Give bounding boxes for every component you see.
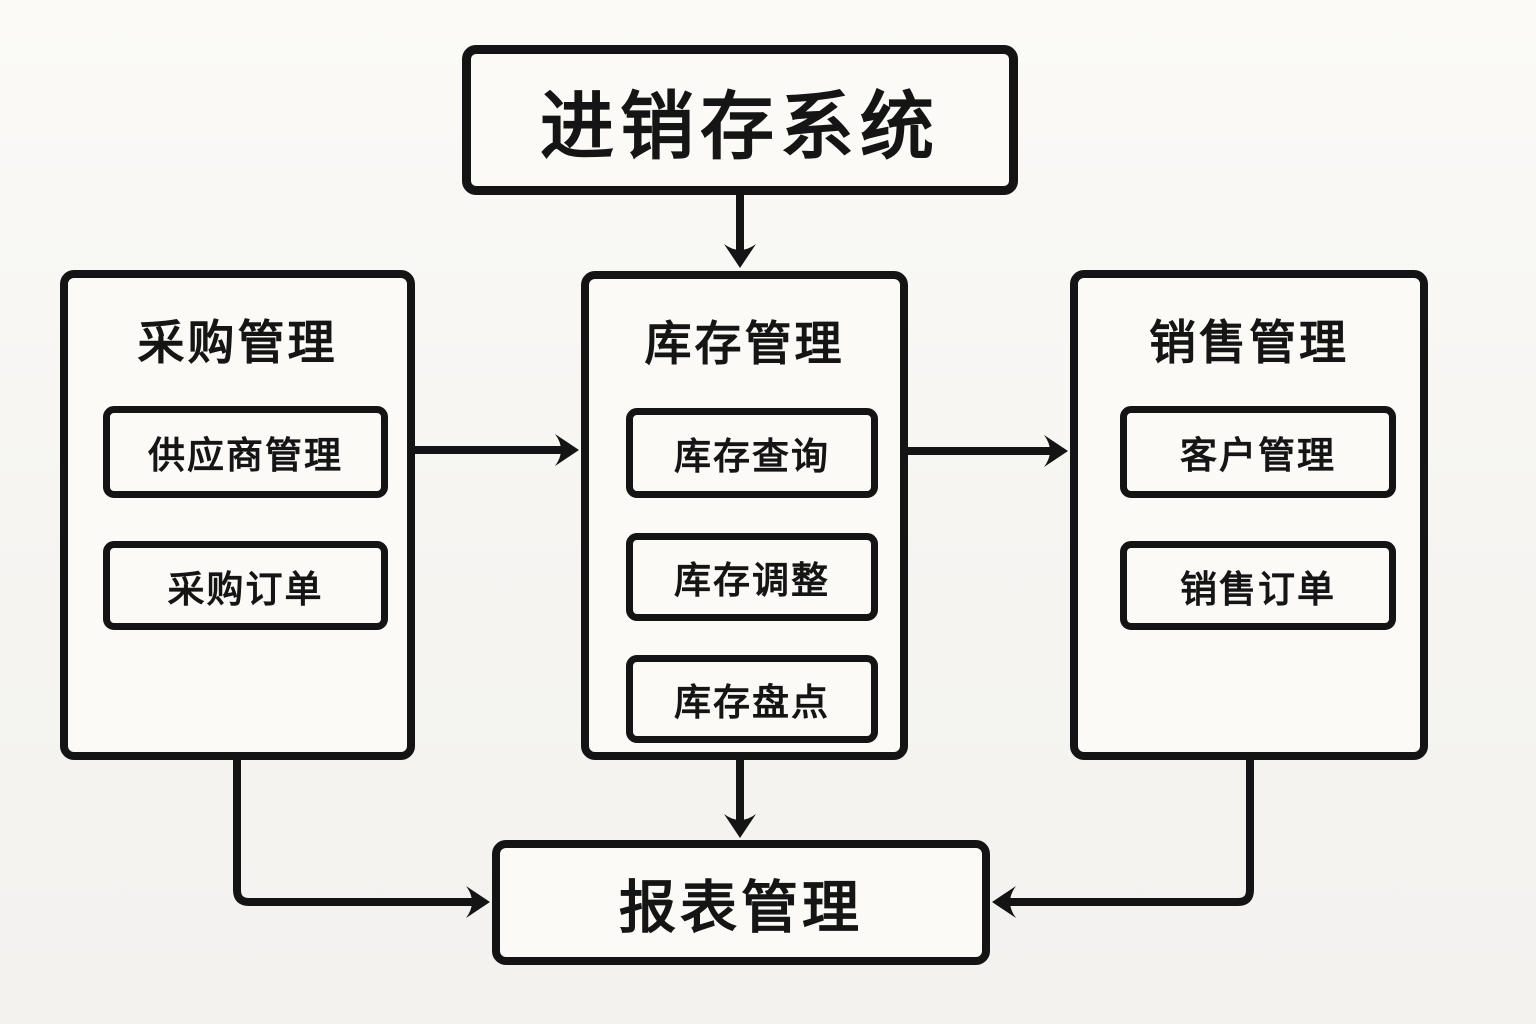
- node-stock-adjustment: 库存调整: [626, 533, 878, 621]
- node-stock-query: 库存查询: [626, 408, 878, 498]
- arrow-system-to-inventory: [724, 195, 756, 268]
- node-inventory-module: 库存管理 库存查询 库存调整 库存盘点: [581, 271, 908, 760]
- stock-adjustment-label: 库存调整: [674, 559, 830, 602]
- sales-module-label: 销售管理: [1149, 316, 1349, 371]
- node-sales-order: 销售订单: [1120, 541, 1396, 630]
- stock-query-label: 库存查询: [674, 435, 830, 478]
- node-purchase-order: 采购订单: [103, 541, 388, 630]
- system-title-label: 进销存系统: [540, 83, 940, 170]
- purchase-module-label: 采购管理: [137, 316, 338, 371]
- node-supplier-management: 供应商管理: [103, 406, 388, 498]
- arrow-inventory-to-sales: [908, 435, 1068, 467]
- supplier-management-label: 供应商管理: [148, 434, 343, 477]
- stock-count-label: 库存盘点: [674, 681, 830, 724]
- node-reports-module: 报表管理: [492, 840, 990, 965]
- node-sales-module: 销售管理 客户管理 销售订单: [1070, 270, 1428, 760]
- sales-order-label: 销售订单: [1180, 567, 1336, 611]
- reports-module-label: 报表管理: [619, 874, 863, 941]
- arrow-inventory-to-reports: [724, 760, 756, 838]
- purchase-order-label: 采购订单: [167, 567, 324, 611]
- node-customer-management: 客户管理: [1120, 406, 1396, 498]
- node-stock-count: 库存盘点: [626, 655, 878, 743]
- node-purchase-module: 采购管理 供应商管理 采购订单: [60, 270, 415, 760]
- inventory-module-label: 库存管理: [644, 317, 845, 372]
- node-system-title: 进销存系统: [462, 45, 1018, 195]
- arrow-purchase-to-inventory: [415, 434, 579, 466]
- customer-management-label: 客户管理: [1180, 434, 1336, 477]
